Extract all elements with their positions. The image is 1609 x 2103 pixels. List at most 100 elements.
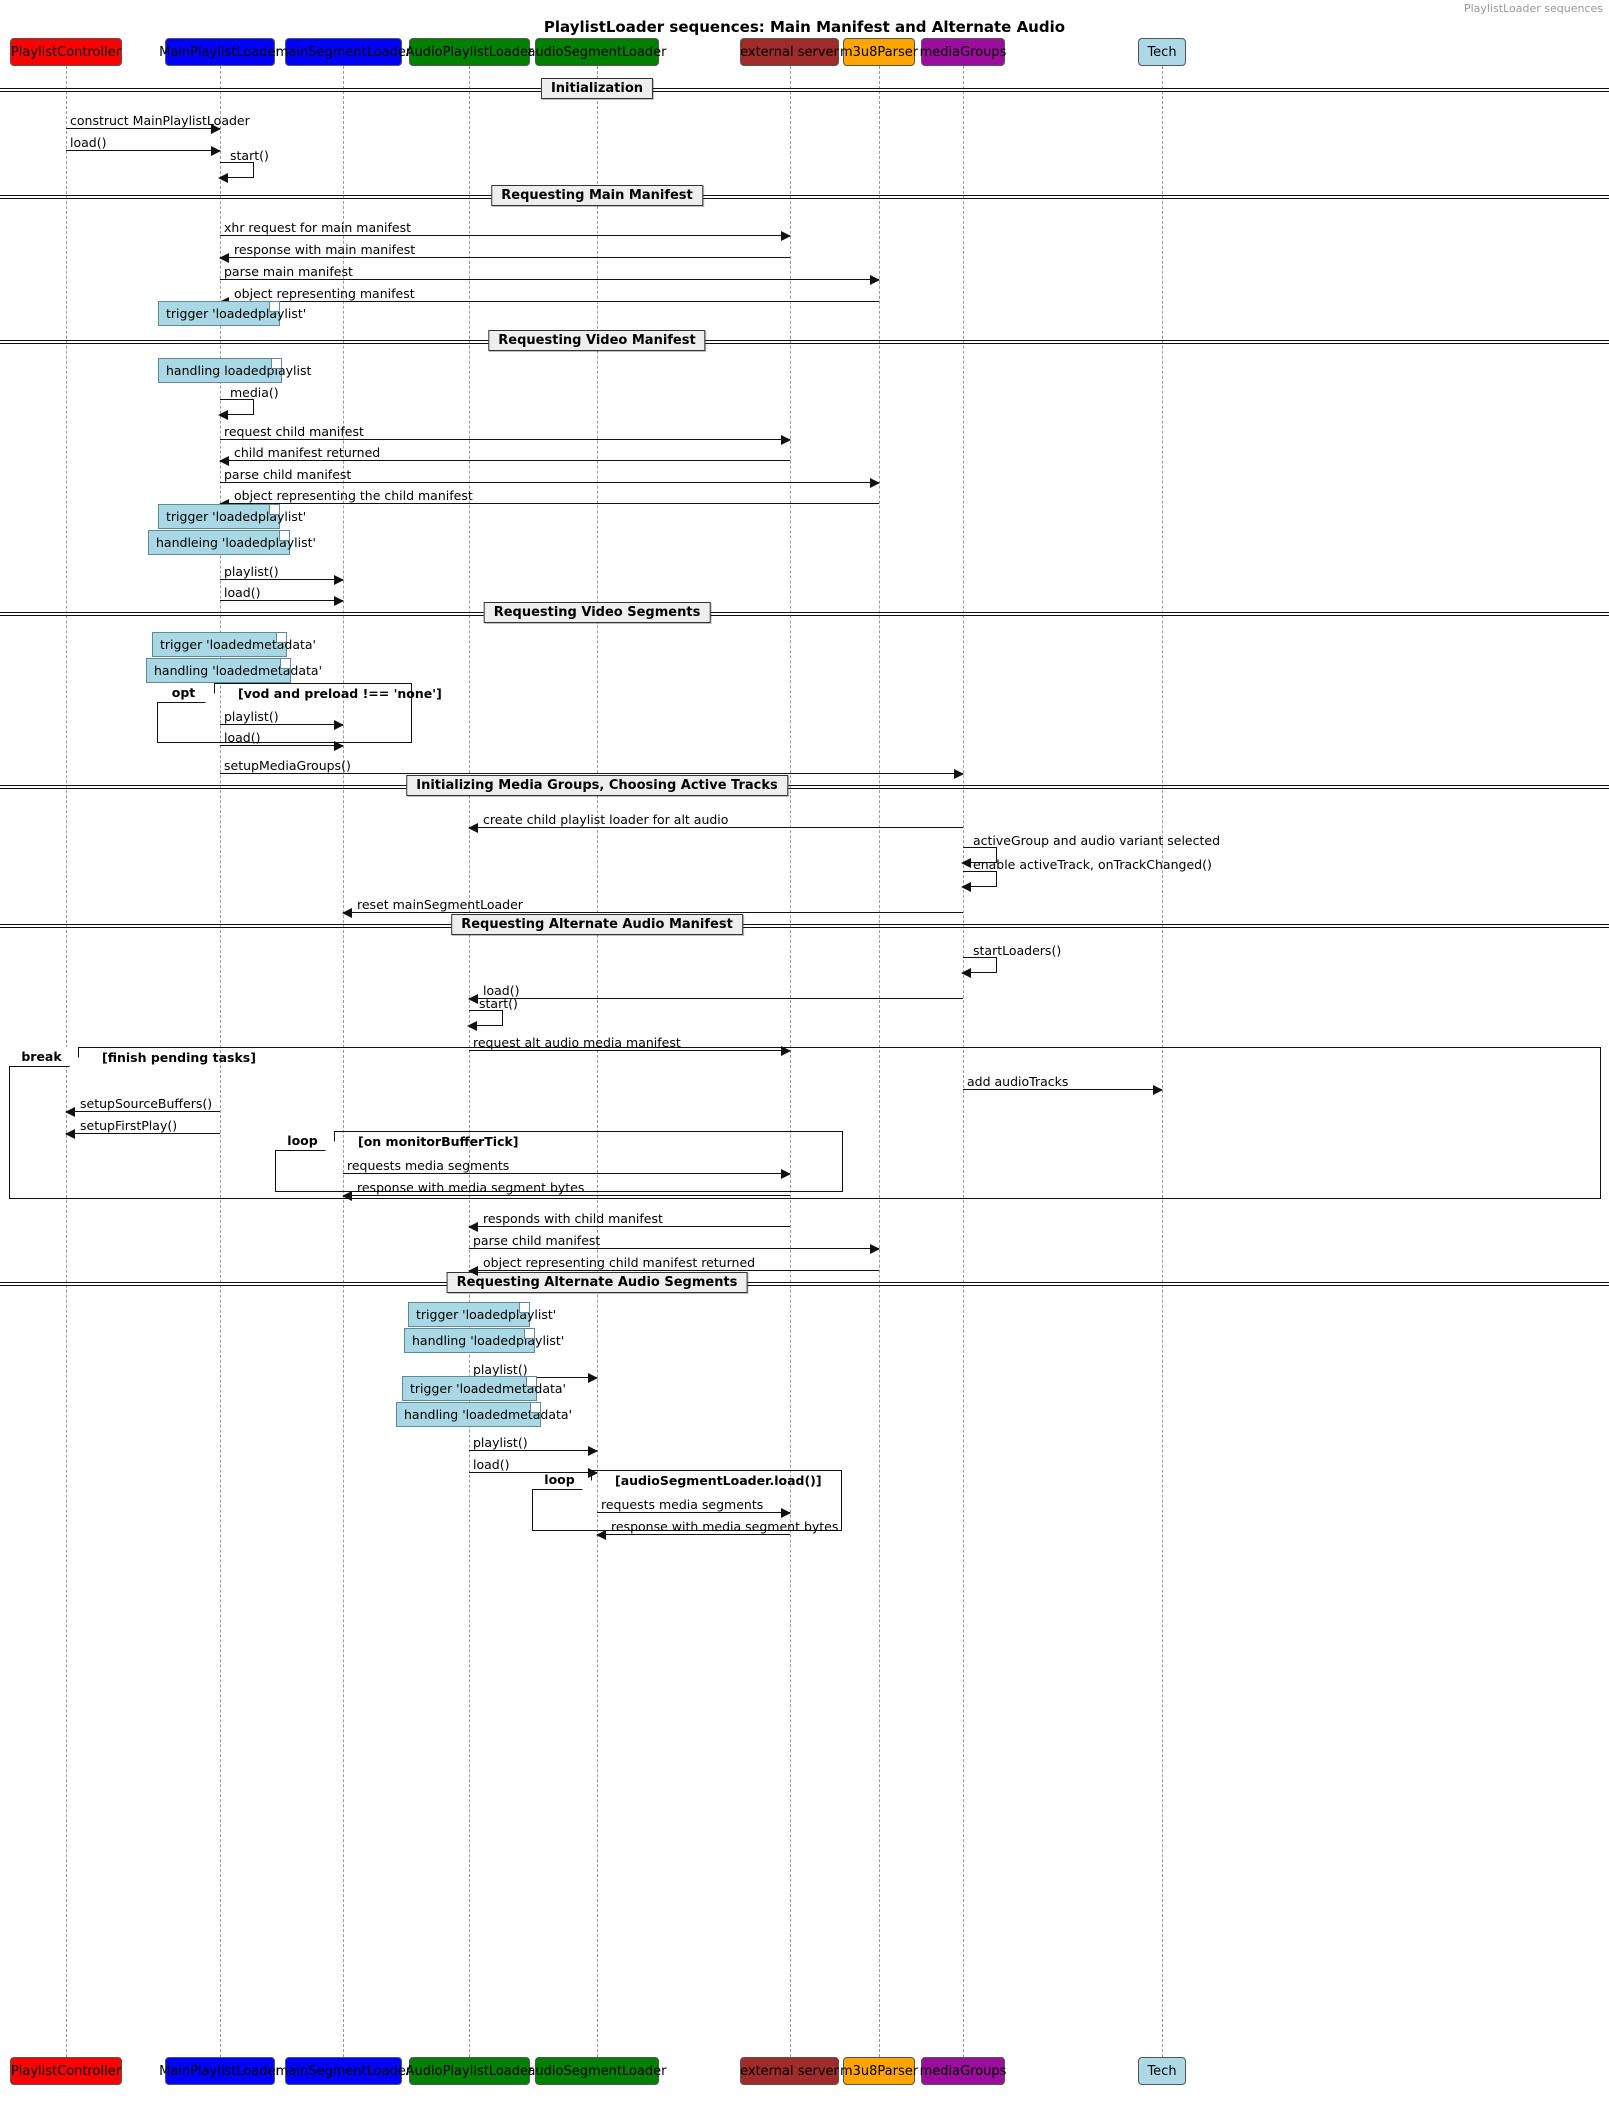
participant-label: mainSegmentLoader (275, 2063, 412, 2079)
participant-msl-top[interactable]: mainSegmentLoader (276, 38, 411, 66)
frame-condition: [audioSegmentLoader.load()] (615, 1473, 822, 1488)
note-text: trigger 'loadedplaylist' (416, 1307, 557, 1322)
arrowhead (468, 1222, 478, 1232)
participant-pc-bottom[interactable]: PlaylistController (10, 2057, 122, 2085)
note-box: trigger 'loadedplaylist' (408, 1302, 556, 1327)
arrowhead (781, 1508, 791, 1518)
message-arrow (468, 1222, 790, 1232)
participant-mpl-bottom[interactable]: MainPlaylistLoader (159, 2057, 281, 2085)
message-label: child manifest returned (234, 445, 381, 460)
frame-tab-opt: opt (157, 683, 215, 703)
message-arrow (220, 275, 880, 285)
message-arrow (220, 741, 344, 751)
message-label: load() (224, 730, 261, 745)
section-divider-line (0, 88, 1609, 92)
frame-kind-label: opt (171, 685, 196, 700)
message-arrow (469, 1244, 880, 1254)
message-label: request alt audio media manifest (473, 1035, 681, 1050)
participant-apl-top[interactable]: AudioPlaylistLoader (406, 38, 533, 66)
participant-m3u-top[interactable]: m3u8Parser (840, 38, 918, 66)
message-label: activeGroup and audio variant selected (973, 833, 1221, 848)
message-arrow (220, 596, 344, 606)
participant-asl-top[interactable]: audioSegmentLoader (527, 38, 667, 66)
participant-label: mediaGroups (919, 44, 1007, 60)
self-message (961, 957, 997, 978)
message-arrow (469, 1446, 598, 1456)
participant-asl-bottom[interactable]: audioSegmentLoader (527, 2057, 667, 2085)
note-fold-corner (276, 633, 286, 643)
arrowhead (219, 456, 229, 466)
participant-tech-top[interactable]: Tech (1138, 38, 1186, 66)
message-arrow (219, 456, 790, 466)
arrowhead (870, 275, 880, 285)
participant-label: AudioPlaylistLoader (405, 44, 534, 60)
lifeline-ext (790, 66, 791, 2057)
message-label: media() (230, 385, 279, 400)
message-arrow (65, 1107, 220, 1117)
message-label: start() (230, 148, 269, 163)
lifeline-m3u (879, 66, 880, 2057)
arrowhead (781, 1046, 791, 1056)
message-arrow (596, 1530, 790, 1540)
note-text: trigger 'loadedmetadata' (160, 637, 316, 652)
arrowhead (954, 769, 964, 779)
arrowhead (219, 253, 229, 263)
participant-label: AudioPlaylistLoader (405, 2063, 534, 2079)
message-label: object representing the child manifest (234, 488, 473, 503)
participant-label: audioSegmentLoader (527, 2063, 667, 2079)
participant-label: Tech (1147, 2063, 1177, 2079)
participant-mg-top[interactable]: mediaGroups (919, 38, 1007, 66)
message-label: setupMediaGroups() (224, 758, 351, 773)
message-label: responds with child manifest (483, 1211, 663, 1226)
note-text: trigger 'loadedmetadata' (410, 1381, 566, 1396)
note-box: handling 'loadedmetadata' (396, 1402, 572, 1427)
participant-label: MainPlaylistLoader (159, 44, 281, 60)
arrowhead (218, 173, 228, 183)
section-divider-line (0, 785, 1609, 789)
message-label: response with media segment bytes (357, 1180, 585, 1195)
message-label: load() (483, 983, 520, 998)
message-arrow (220, 769, 964, 779)
frame-tab-loop: loop (275, 1131, 335, 1151)
message-arrow (220, 478, 880, 488)
message-arrow (963, 1085, 1163, 1095)
message-label: response with media segment bytes (611, 1519, 839, 1534)
message-label: parse child manifest (473, 1233, 601, 1248)
message-arrow (342, 908, 963, 918)
arrowhead (334, 720, 344, 730)
participant-mg-bottom[interactable]: mediaGroups (920, 2057, 1006, 2085)
message-arrow (469, 1046, 791, 1056)
message-arrow (220, 231, 791, 241)
participant-ext-top[interactable]: external server (740, 38, 839, 66)
participant-m3u-bottom[interactable]: m3u8Parser (839, 2057, 919, 2085)
section-divider-label: Requesting Video Manifest (488, 330, 706, 351)
note-box: handling 'loadedplaylist' (404, 1328, 564, 1353)
message-arrow (343, 1169, 791, 1179)
participant-msl-bottom[interactable]: mainSegmentLoader (276, 2057, 411, 2085)
note-text: handling loadedplaylist (166, 363, 312, 378)
note-text: handling 'loadedmetadata' (404, 1407, 573, 1422)
section-divider-label: Initializing Media Groups, Choosing Acti… (406, 775, 788, 796)
participant-ext-bottom[interactable]: external server (740, 2057, 839, 2085)
message-label: setupFirstPlay() (80, 1118, 178, 1133)
note-text: trigger 'loadedplaylist' (166, 306, 307, 321)
note-text: handling 'loadedplaylist' (412, 1333, 565, 1348)
participant-tech-bottom[interactable]: Tech (1138, 2057, 1186, 2085)
message-label: requests media segments (601, 1497, 764, 1512)
frame-condition: [finish pending tasks] (102, 1050, 256, 1065)
note-box: trigger 'loadedmetadata' (152, 632, 316, 657)
participant-label: external server (740, 2063, 839, 2079)
note-box: trigger 'loadedplaylist' (158, 301, 306, 326)
message-label: object representing manifest (234, 286, 415, 301)
message-label: load() (70, 135, 107, 150)
note-box: trigger 'loadedplaylist' (158, 504, 306, 529)
message-label: playlist() (224, 709, 279, 724)
arrowhead (870, 478, 880, 488)
participant-apl-bottom[interactable]: AudioPlaylistLoader (406, 2057, 533, 2085)
participant-pc-top[interactable]: PlaylistController (10, 38, 122, 66)
participant-label: PlaylistController (10, 2063, 122, 2079)
participant-label: m3u8Parser (839, 2063, 919, 2079)
participant-mpl-top[interactable]: MainPlaylistLoader (159, 38, 281, 66)
note-fold-corner (519, 1303, 529, 1313)
lifeline-apl (469, 66, 470, 2057)
